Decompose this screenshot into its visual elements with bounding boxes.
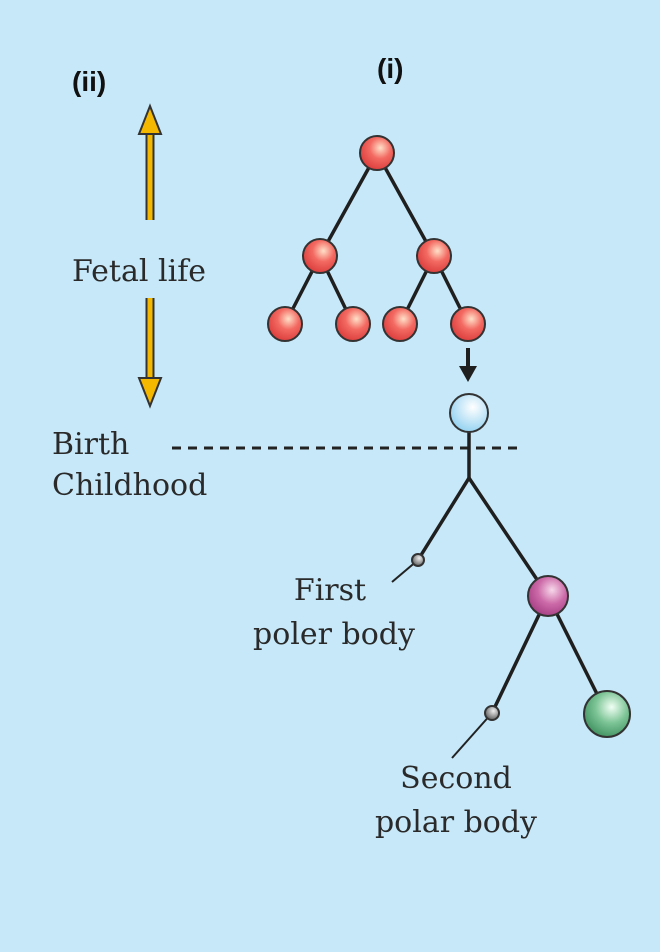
fetal-life-arrow-down <box>137 298 163 409</box>
first-polar-body <box>411 553 425 567</box>
oogonium-cell <box>450 306 486 342</box>
birth-label: Birth <box>52 427 129 462</box>
secondary-oocyte-cell <box>527 575 569 617</box>
second-polar-leader <box>451 712 493 759</box>
oogonium-cell <box>359 135 395 171</box>
panel-label-ii: (ii) <box>72 66 106 97</box>
fetal-life-arrow-up <box>137 103 163 220</box>
maturation-arrow <box>459 348 477 382</box>
childhood-label: Childhood <box>52 468 207 503</box>
primary-oocyte-cell <box>449 393 489 433</box>
ovum-cell <box>583 690 631 738</box>
oogonium-cell <box>335 306 371 342</box>
second-polar-body-label-line2: polar body <box>375 805 537 840</box>
second-polar-body <box>484 705 500 721</box>
panel-label-i: (i) <box>377 53 403 84</box>
oogonium-cell <box>416 238 452 274</box>
fetal-life-label: Fetal life <box>72 254 206 289</box>
oogonium-cell <box>267 306 303 342</box>
second-polar-body-label-line1: Second <box>400 761 512 796</box>
first-polar-body-label-line2: poler body <box>253 617 415 652</box>
first-polar-body-label-line1: First <box>294 573 366 608</box>
oogonium-cell <box>302 238 338 274</box>
oogonium-cell <box>382 306 418 342</box>
